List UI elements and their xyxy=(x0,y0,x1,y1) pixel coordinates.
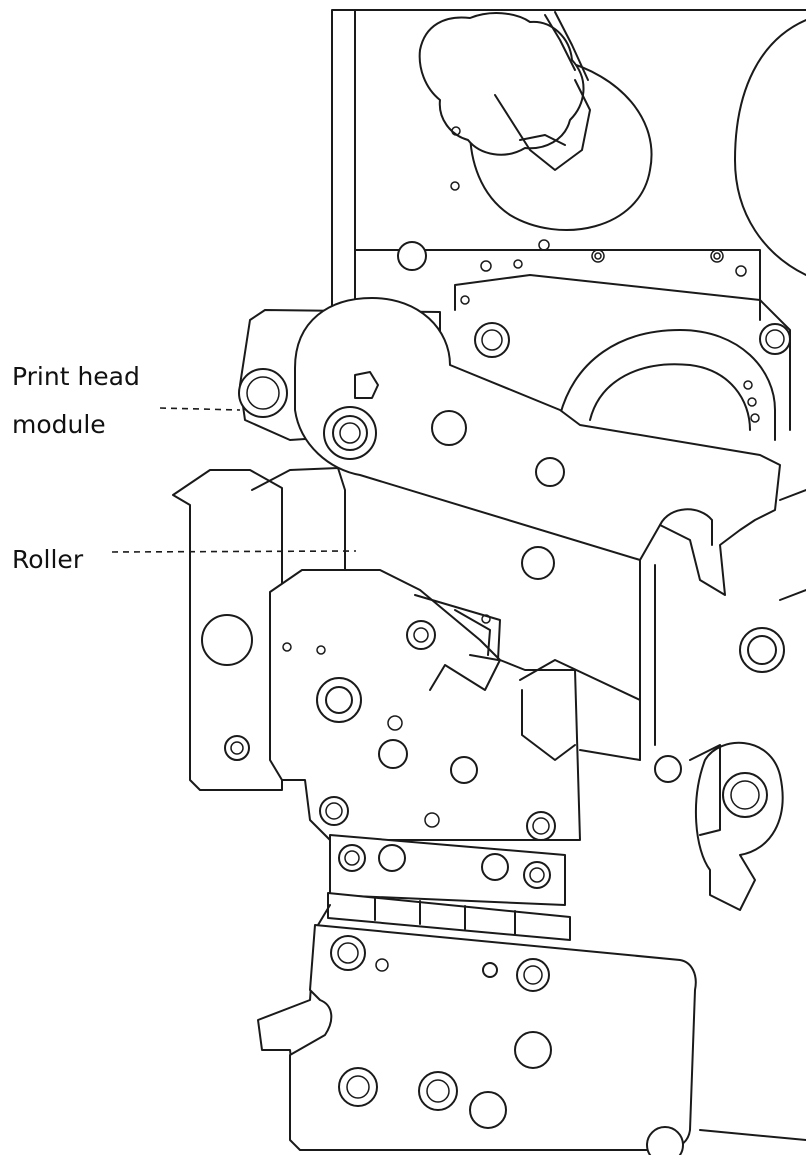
print-head-lever xyxy=(238,297,781,596)
print-head-module-label-line1: Print head xyxy=(12,362,140,391)
roller-label: Roller xyxy=(12,545,84,574)
central-chassis xyxy=(269,406,581,841)
back-frame xyxy=(331,9,806,321)
hinge-plate xyxy=(327,834,571,941)
right-mechanism xyxy=(519,489,806,911)
left-bracket xyxy=(172,467,346,791)
right-housing xyxy=(454,274,791,441)
print-head-module-leader xyxy=(159,407,241,411)
mid-plate xyxy=(397,239,761,321)
ribbon-spindle xyxy=(418,11,653,231)
print-head-module-label-line2: module xyxy=(12,410,106,439)
bottom-plate xyxy=(257,904,806,1155)
roller-leader xyxy=(111,550,357,553)
